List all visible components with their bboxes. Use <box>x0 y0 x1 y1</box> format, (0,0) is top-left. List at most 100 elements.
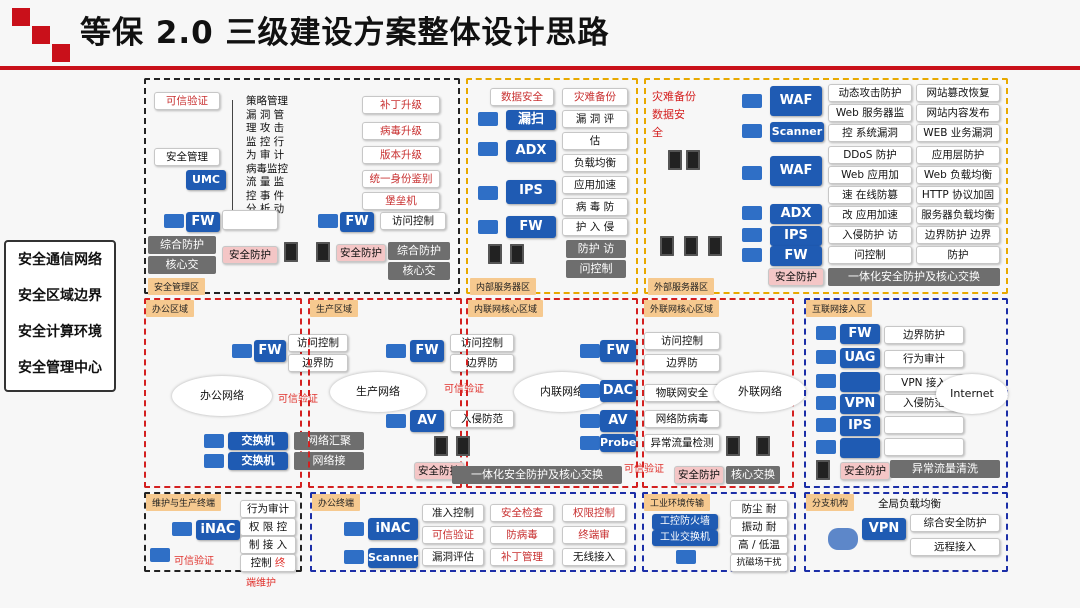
waf-icon <box>742 94 762 108</box>
term-text: 终 <box>274 557 286 569</box>
vpn-device: VPN <box>862 518 906 540</box>
ind-dust: 防尘 耐 <box>730 500 788 518</box>
layer-boundary: 安全区域边界 <box>18 288 102 304</box>
device-icon <box>816 440 836 454</box>
ext-col2: 防护 <box>916 246 1000 264</box>
switch-device: 交换机 <box>228 452 288 470</box>
region-label: 安全管理区 <box>148 278 206 295</box>
mgmt-button: 安全管理 <box>154 148 220 166</box>
vpn-icon <box>816 374 836 388</box>
scan-device: 漏扫 <box>506 110 556 130</box>
region-label: 外联网核心区域 <box>644 300 720 317</box>
ctrl-text: 控制 <box>250 557 272 569</box>
av-icon <box>580 414 600 428</box>
shield-icon <box>344 522 364 536</box>
sec-protect: 综合防护 <box>148 236 216 254</box>
ext-col1: 问控制 <box>828 246 912 264</box>
desc-line: 为 审 计 <box>246 149 285 161</box>
region-office <box>144 298 302 488</box>
ind-emi: 抗磁场干扰 <box>730 554 788 572</box>
region-office-terminal <box>310 492 636 572</box>
firewall-icon <box>742 248 762 262</box>
security-layers-list: 安全通信网络 安全区域边界 安全计算环境 安全管理中心 <box>4 240 116 392</box>
extcore-cloud: 外联网络 <box>714 372 806 412</box>
ips-device: IPS <box>840 416 880 436</box>
ot-wireless: 无线接入 <box>562 548 626 566</box>
extcore-border: 边界防 <box>644 354 720 372</box>
firewall-icon <box>816 326 836 340</box>
page-title: 等保 2.0 三级建设方案整体设计思路 <box>80 15 610 51</box>
ext-col2: HTTP 协议加固 <box>916 186 1000 204</box>
logo-square-1 <box>12 8 30 26</box>
title-divider <box>0 66 1080 70</box>
extcore-switch: 核心交换 <box>726 466 780 484</box>
region-branch <box>804 492 1008 572</box>
region-external-servers <box>644 78 1008 294</box>
dac-icon <box>580 384 600 398</box>
fw-device: FW <box>770 246 822 266</box>
desc-line: 策略管理 <box>246 95 288 107</box>
scanner-icon <box>478 112 498 126</box>
ot-vuln: 漏洞评估 <box>422 548 484 566</box>
maint-ctrl: 制 接 入 <box>240 536 296 554</box>
office-cred: 可信验证 <box>278 394 318 405</box>
region-industrial <box>642 492 796 572</box>
switch-icon <box>204 454 224 468</box>
mgmt-item: 堡垒机 <box>362 192 440 210</box>
desc-line: 病毒监控 <box>246 162 288 175</box>
ext-col1: 动态攻击防护 <box>828 84 912 102</box>
waf-device: WAF <box>770 86 822 116</box>
server-icon <box>284 242 298 262</box>
office-agg: 网络汇聚 <box>294 432 364 450</box>
ext-unify: 一体化安全防护及核心交换 <box>828 268 1000 286</box>
desc-line: 控 事 件 <box>246 189 285 202</box>
office-access: 访问控制 <box>288 334 348 352</box>
server-icon <box>510 244 524 264</box>
ext-col2: 边界防护 边界 <box>916 226 1000 244</box>
scanner-device: Scanner <box>368 548 418 568</box>
region-label: 分支机构 <box>806 494 855 511</box>
fw-device: FW <box>186 212 220 232</box>
ext-col1: 入侵防护 访 <box>828 226 912 244</box>
av-icon <box>386 414 406 428</box>
protect: 安全防护 <box>222 246 278 264</box>
core-cloud: 内联网络 <box>514 372 610 412</box>
server-icon <box>316 242 330 262</box>
office-cloud: 办公网络 <box>172 376 272 416</box>
ind-temp: 高 / 低温 <box>730 536 788 554</box>
server-icon <box>726 436 740 456</box>
region-label: 维护与生产终端 <box>146 494 222 511</box>
maint-ctrl2: 控制 终 <box>240 554 296 572</box>
firewall-icon <box>386 344 406 358</box>
region-label: 外部服务器区 <box>648 278 715 295</box>
fw-device: FW <box>600 340 636 362</box>
core-protect: 安全防护 <box>414 462 464 480</box>
internet-blank <box>884 416 964 434</box>
prod-cloud: 生产网络 <box>330 372 426 412</box>
ext-col1: 控 系统漏洞 <box>828 124 912 142</box>
ext-col2: Web 负载均衡 <box>916 166 1000 184</box>
dc-defense: 防护 访 <box>566 240 626 258</box>
extcore-access: 访问控制 <box>644 332 720 350</box>
server-icon <box>684 236 698 256</box>
internet-audit: 行为审计 <box>884 350 964 368</box>
waf-device: WAF <box>770 156 822 186</box>
ext-col1: Web 应用加 <box>828 166 912 184</box>
protect: 安全防护 <box>336 244 386 262</box>
region-maint-terminal <box>144 492 302 572</box>
ot-check: 安全检查 <box>490 504 554 522</box>
ext-col2: WEB 业务漏洞 <box>916 124 1000 142</box>
region-label: 内部服务器区 <box>470 278 537 295</box>
fw-device: FW <box>410 340 444 362</box>
mgmt-item: 统一身份鉴别 <box>362 170 440 188</box>
layer-mgmt: 安全管理中心 <box>18 360 102 376</box>
dc-lb: 负载均衡 <box>562 154 628 172</box>
core-switch: 核心交 <box>148 256 216 274</box>
fw-device: FW <box>506 216 556 238</box>
branch-sec: 综合安全防护 <box>910 514 1000 532</box>
firewall-icon <box>580 344 600 358</box>
access-control: 访问控制 <box>380 212 446 230</box>
desc-line: 漏 洞 管 <box>246 108 285 121</box>
ext-col1: DDoS 防护 <box>828 146 912 164</box>
uag-icon <box>816 350 836 364</box>
